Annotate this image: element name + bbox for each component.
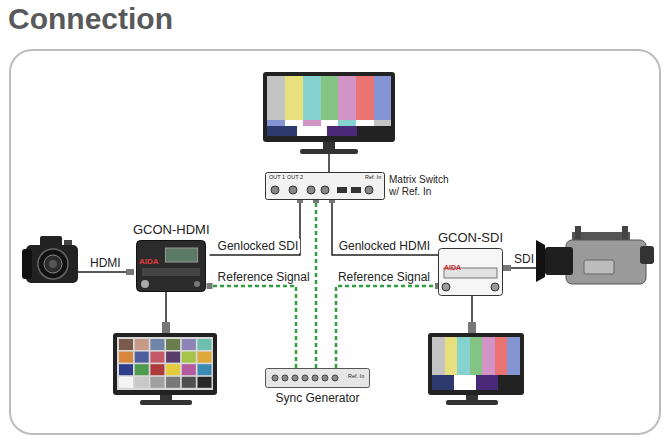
title: Connection: [8, 2, 173, 36]
brand-logo: AIDA: [139, 258, 159, 266]
device-drawing: [438, 248, 503, 296]
signal-label: Reference Signal: [216, 270, 312, 284]
camcorder: [503, 226, 654, 284]
signal-cable: [210, 200, 300, 255]
cable-label: SDI: [514, 253, 534, 265]
converter-box: GCON-HDMI: [133, 222, 210, 292]
frame: [10, 50, 660, 434]
signal-label: Reference Signal: [336, 270, 432, 284]
cable-plug: [207, 283, 213, 289]
signal-label: Genlocked SDI: [216, 239, 301, 253]
brand-logo: AIDA: [444, 264, 461, 271]
signal-label: Genlocked HDMI: [337, 239, 432, 253]
port-label: Ref. In: [365, 175, 381, 181]
left-monitor: [113, 291, 217, 405]
port-label: OUT 1: [269, 175, 285, 181]
device-drawing: [136, 240, 206, 292]
device-name: GCON-SDI: [438, 230, 503, 245]
device-body: [438, 248, 503, 296]
device-body: [136, 240, 206, 292]
device-name: Matrix Switch w/ Ref. In: [389, 174, 459, 198]
right-monitor: [428, 294, 524, 405]
signal-cable: [332, 200, 438, 255]
cable-label: HDMI: [90, 257, 121, 269]
dslr-camera: [22, 236, 134, 283]
device-name: GCON-HDMI: [133, 222, 210, 237]
signal-cable: [336, 286, 438, 368]
device-name: Sync Generator: [265, 391, 370, 405]
top-monitor: [263, 72, 395, 172]
converter-box: GCON-SDI: [438, 230, 503, 296]
port-label: OUT 2: [287, 175, 303, 181]
signal-cable: [210, 286, 296, 368]
signal-cable: [315, 200, 318, 368]
port-label: Ref. In: [348, 374, 364, 380]
